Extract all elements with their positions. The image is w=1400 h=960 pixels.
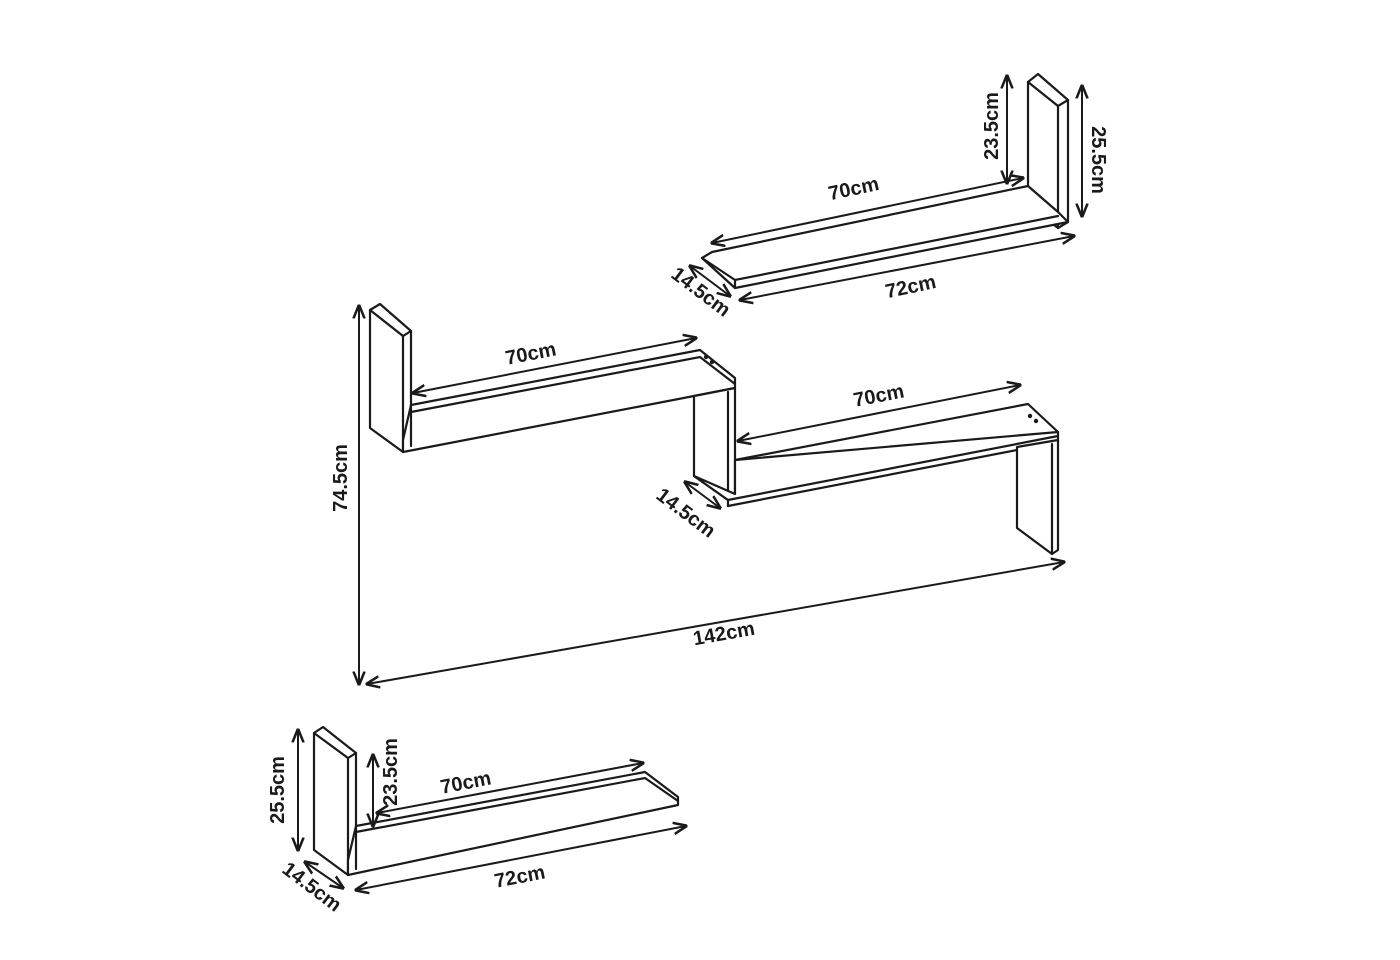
zigzag-total-width-label: 142cm xyxy=(691,618,756,650)
top-l-shelf: 70cm 23.5cm 25.5cm 72cm 14.5cm xyxy=(667,72,1109,321)
zigzag-lower-length-label: 70cm xyxy=(852,380,906,411)
zigzag-total-height-label: 74.5cm xyxy=(330,444,352,512)
top-shelf-outer-length-label: 72cm xyxy=(883,271,938,303)
bottom-shelf-outer-height-label: 25.5cm xyxy=(267,756,289,824)
bottom-shelf-outer-length-label: 72cm xyxy=(493,861,547,892)
top-shelf-inner-length-label: 70cm xyxy=(826,173,881,205)
bottom-shelf-inner-length-label: 70cm xyxy=(439,767,493,798)
top-shelf-inner-height-label: 23.5cm xyxy=(981,92,1003,160)
bottom-l-shelf: 25.5cm 23.5cm 70cm 72cm 14.5cm xyxy=(267,725,686,916)
zigzag-right-leg xyxy=(1015,438,1060,556)
zigzag-depth-label: 14.5cm xyxy=(652,484,719,542)
bottom-shelf-inner-height-label: 23.5cm xyxy=(380,738,402,806)
zigzag-upper-board xyxy=(401,348,737,454)
zigzag-shelf: 70cm 70cm 14.5cm 74.5cm 142cm xyxy=(330,302,1064,684)
top-shelf-outer-height-label: 25.5cm xyxy=(1087,126,1109,194)
zigzag-upper-length-label: 70cm xyxy=(504,338,558,369)
zigzag-lower-board xyxy=(692,402,1060,508)
